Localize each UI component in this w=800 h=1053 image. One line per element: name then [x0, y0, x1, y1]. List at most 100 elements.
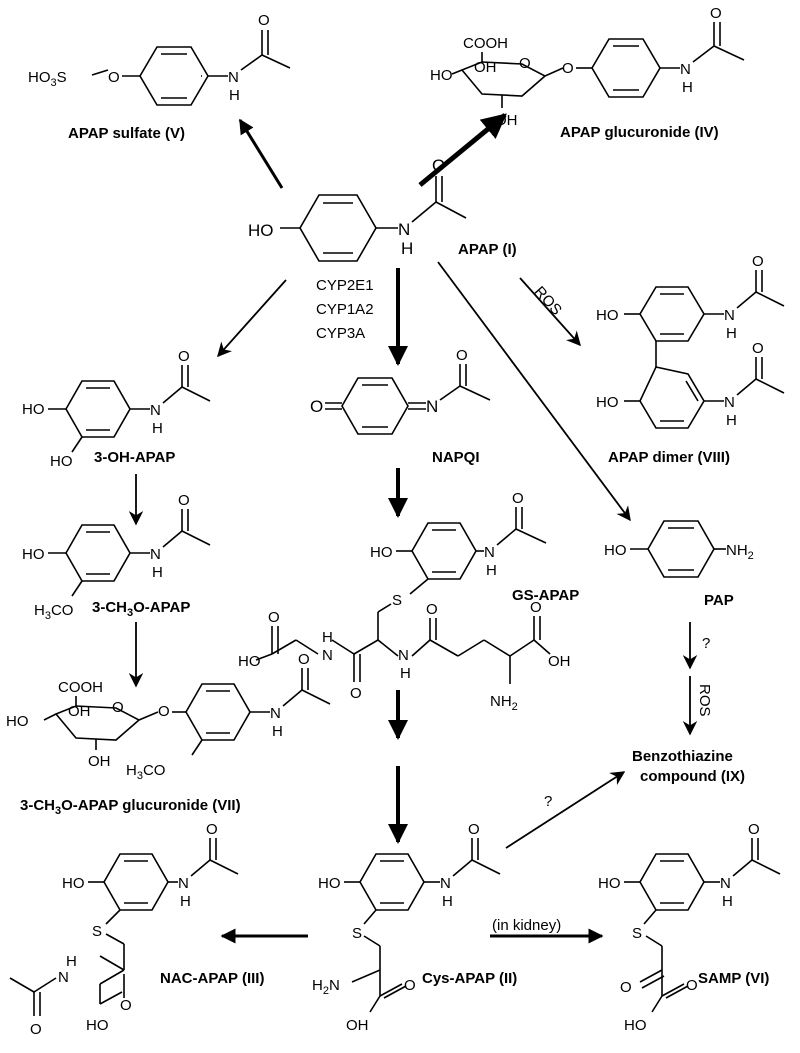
svg-text:O: O: [30, 1021, 42, 1038]
apap-glucuronide-structure: COOH HO OH O OH O N H O: [430, 5, 745, 129]
svg-text:O: O: [158, 703, 170, 720]
svg-text:H: H: [682, 79, 693, 96]
apap-label: APAP (I): [458, 241, 517, 258]
svg-text:COOH: COOH: [58, 679, 103, 696]
svg-text:H: H: [66, 953, 77, 970]
samp-structure: HO N H O S O O HO: [598, 821, 781, 1034]
svg-text:NH2: NH2: [726, 542, 754, 562]
napqi-label: NAPQI: [432, 449, 480, 466]
nac-apap-structure: HO N H O S N H O O HO: [9, 821, 239, 1038]
ch3o-apap-structure: HO H3CO N H O: [22, 492, 211, 622]
ch3o-apap-glucuronide-structure: COOH HO OH O OH O H3CO N H O: [6, 651, 331, 782]
svg-text:O: O: [108, 69, 120, 86]
svg-text:H: H: [400, 665, 411, 682]
svg-text:N: N: [720, 875, 731, 892]
svg-text:N: N: [484, 544, 495, 561]
ros-dimer-label: ROS: [531, 283, 565, 319]
ros-pap-label: ROS: [696, 684, 713, 717]
svg-text:H: H: [401, 239, 413, 258]
svg-text:HO: HO: [598, 875, 621, 892]
svg-text:O: O: [468, 821, 480, 838]
svg-text:N: N: [680, 61, 691, 78]
svg-text:HO: HO: [596, 394, 619, 411]
svg-text:O: O: [620, 979, 632, 996]
svg-text:N: N: [398, 220, 410, 239]
svg-text:HO3S: HO3S: [28, 69, 67, 89]
svg-text:HO: HO: [86, 1017, 109, 1034]
svg-text:H3CO: H3CO: [34, 602, 73, 622]
enzyme-cyp2e1: CYP2E1: [316, 277, 374, 294]
svg-text:HO: HO: [238, 653, 261, 670]
svg-text:OH: OH: [68, 703, 91, 720]
svg-text:N: N: [178, 875, 189, 892]
arrow-cys-to-benzothiazine: [505, 771, 626, 849]
svg-text:O: O: [310, 397, 323, 416]
svg-text:N: N: [426, 397, 438, 416]
svg-text:O: O: [298, 651, 310, 668]
napqi-structure: O N O: [310, 347, 491, 435]
pap-label: PAP: [704, 592, 734, 609]
svg-text:H3CO: H3CO: [126, 762, 165, 782]
svg-text:N: N: [440, 875, 451, 892]
gs-apap-label: GS-APAP: [512, 587, 579, 604]
svg-text:O: O: [120, 997, 132, 1014]
svg-text:HO: HO: [6, 713, 29, 730]
svg-text:H: H: [229, 87, 240, 104]
svg-text:O: O: [206, 821, 218, 838]
svg-text:O: O: [519, 55, 531, 72]
cys-apap-label: Cys-APAP (II): [422, 970, 517, 987]
svg-text:H: H: [272, 723, 283, 740]
svg-text:O: O: [562, 60, 574, 77]
cys-apap-structure: HO N H O S H2N O OH: [312, 821, 501, 1034]
arrow-to-pap: [437, 261, 631, 522]
svg-text:NH2: NH2: [490, 693, 518, 713]
svg-text:S: S: [352, 925, 362, 942]
nac-apap-label: NAC-APAP (III): [160, 970, 264, 987]
pap-structure: HO NH2: [604, 520, 754, 578]
svg-text:O: O: [404, 977, 416, 994]
svg-text:O: O: [530, 599, 542, 616]
svg-text:HO: HO: [50, 453, 73, 470]
svg-text:O: O: [752, 340, 764, 357]
svg-text:HO: HO: [370, 544, 393, 561]
arrow-to-apap-dimer: [519, 277, 581, 347]
svg-text:O: O: [350, 685, 362, 702]
samp-label: SAMP (VI): [698, 970, 769, 987]
svg-text:O: O: [710, 5, 722, 22]
svg-text:O: O: [178, 492, 190, 509]
svg-text:O: O: [268, 609, 280, 626]
gs-apap-structure: HO N H O S N H O N H O HO O: [238, 490, 571, 713]
question-pap-label: ?: [702, 635, 710, 652]
svg-text:N: N: [58, 969, 69, 986]
ch3o-apap-label: 3-CH3O-APAP: [92, 599, 190, 619]
svg-text:H: H: [486, 562, 497, 579]
svg-text:H: H: [722, 893, 733, 910]
svg-text:OH: OH: [548, 653, 571, 670]
ch3o-apap-glucuronide-label: 3-CH3O-APAP glucuronide (VII): [20, 797, 241, 817]
svg-text:O: O: [112, 699, 124, 716]
svg-text:H2N: H2N: [312, 977, 340, 997]
arrow-to-apap-sulfate: [238, 118, 284, 189]
svg-text:HO: HO: [22, 401, 45, 418]
apap-sulfate-label: APAP sulfate (V): [68, 125, 185, 142]
apap-structure: HO N H O: [248, 156, 467, 262]
apap-glucuronide-label: APAP glucuronide (IV): [560, 124, 719, 141]
oh-apap-label: 3-OH-APAP: [94, 449, 175, 466]
svg-text:S: S: [632, 925, 642, 942]
arrow-to-apap-glucuronide: [418, 113, 507, 187]
svg-text:O: O: [178, 348, 190, 365]
svg-text:N: N: [150, 546, 161, 563]
svg-text:N: N: [398, 647, 409, 664]
apap-dimer-structure: HO N H O HO N H O: [596, 253, 785, 429]
svg-text:N: N: [228, 69, 239, 86]
enzyme-cyp3a: CYP3A: [316, 325, 365, 342]
svg-text:N: N: [150, 402, 161, 419]
svg-text:OH: OH: [474, 59, 497, 76]
svg-text:HO: HO: [430, 67, 453, 84]
svg-text:O: O: [426, 601, 438, 618]
svg-text:O: O: [456, 347, 468, 364]
svg-text:HO: HO: [624, 1017, 647, 1034]
benzothiazine-label-line1: Benzothiazine: [632, 748, 733, 765]
